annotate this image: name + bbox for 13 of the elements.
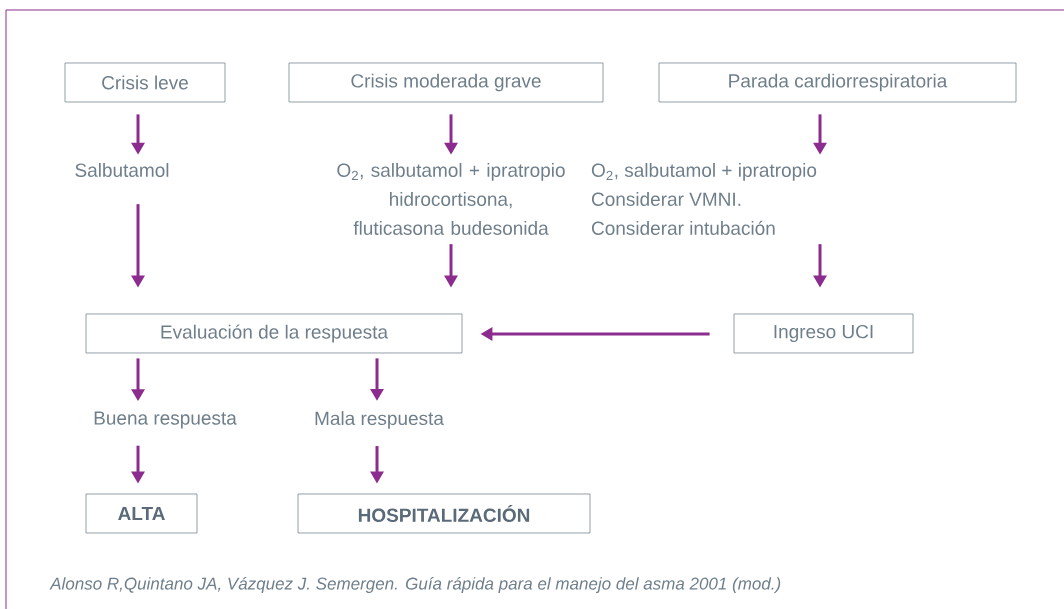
process-box: Evaluación de la respuesta (85, 313, 463, 354)
process-box: Crisis moderada grave (288, 62, 604, 103)
step-text: Salbutamol (75, 163, 169, 177)
step-text: Mala respuesta (315, 411, 444, 429)
treatment-text: O$_{2}$, salbutamol + ipratropio hidrocortisona, fluticasona budesonida (337, 163, 565, 235)
step-text: Buena respuesta (94, 411, 237, 429)
process-box: HOSPITALIZACIÓN (297, 493, 591, 534)
process-box: Parada cardiorrespiratoria (658, 62, 1017, 103)
process-box: Ingreso UCI (733, 313, 914, 354)
treatment-text: O$_{2}$, salbutamol + ipratropio Considerar VMNI. Considerar intubación (591, 163, 817, 235)
caption: Alonso R,Quintano JA, Vázquez J. Semergen. Guía rápida para el manejo del asma 2001 (mod.) (49, 576, 781, 593)
process-box: Crisis leve (64, 62, 226, 103)
process-box: ALTA (85, 493, 198, 534)
